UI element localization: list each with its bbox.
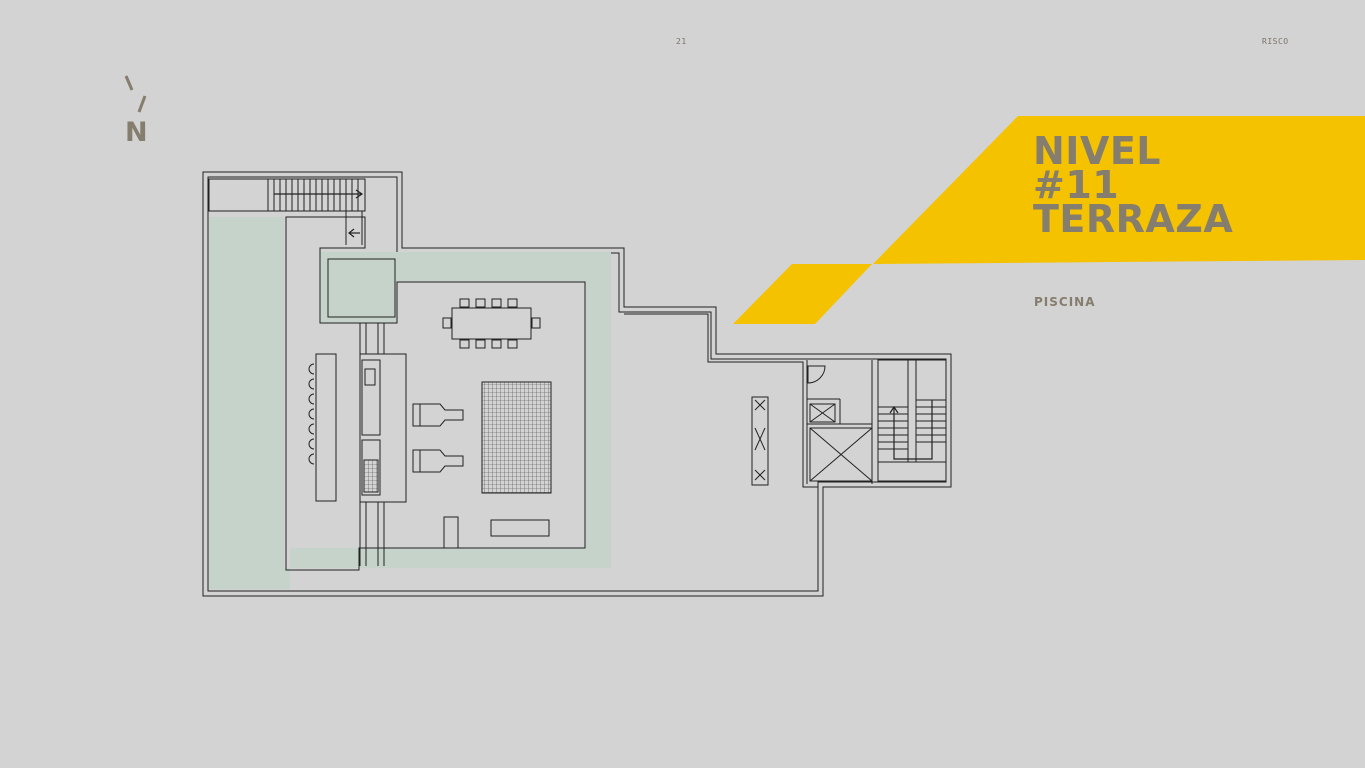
title-line-name: TERRAZA [1033, 197, 1234, 241]
outer-wall [202, 171, 952, 597]
door-swing [807, 365, 826, 384]
dining-chairs [442, 298, 541, 349]
elevator-shaft [809, 427, 873, 482]
elevator-small [809, 403, 836, 423]
service-core [806, 360, 873, 484]
outer-wall-inner [207, 176, 947, 592]
bar-stools [308, 363, 315, 465]
pool-water-corner [327, 258, 396, 318]
kitchen-sink [361, 439, 381, 496]
east-planter [751, 396, 769, 486]
north-arrow-icon: N [124, 75, 148, 147]
stair-arrow [893, 400, 933, 460]
grid-rug [481, 381, 552, 494]
east-terrace [624, 313, 818, 488]
bench [490, 519, 550, 537]
section-subtitle: PISCINA [1034, 295, 1096, 309]
brand-name: RISCO [1262, 37, 1289, 46]
lounge-chairs [412, 403, 464, 473]
top-stair-strip [208, 178, 366, 212]
title-line-number: #11 [1033, 163, 1120, 207]
page-title: NIVEL #11 TERRAZA [1033, 129, 1234, 241]
top-stair [267, 179, 359, 211]
title-line-level: NIVEL [1033, 129, 1162, 173]
pool-water [209, 217, 611, 589]
bar-counter [315, 353, 337, 502]
north-letter: N [125, 117, 148, 147]
inner-room [285, 216, 586, 571]
dining-table [451, 307, 532, 340]
page-number: 21 [676, 37, 687, 46]
